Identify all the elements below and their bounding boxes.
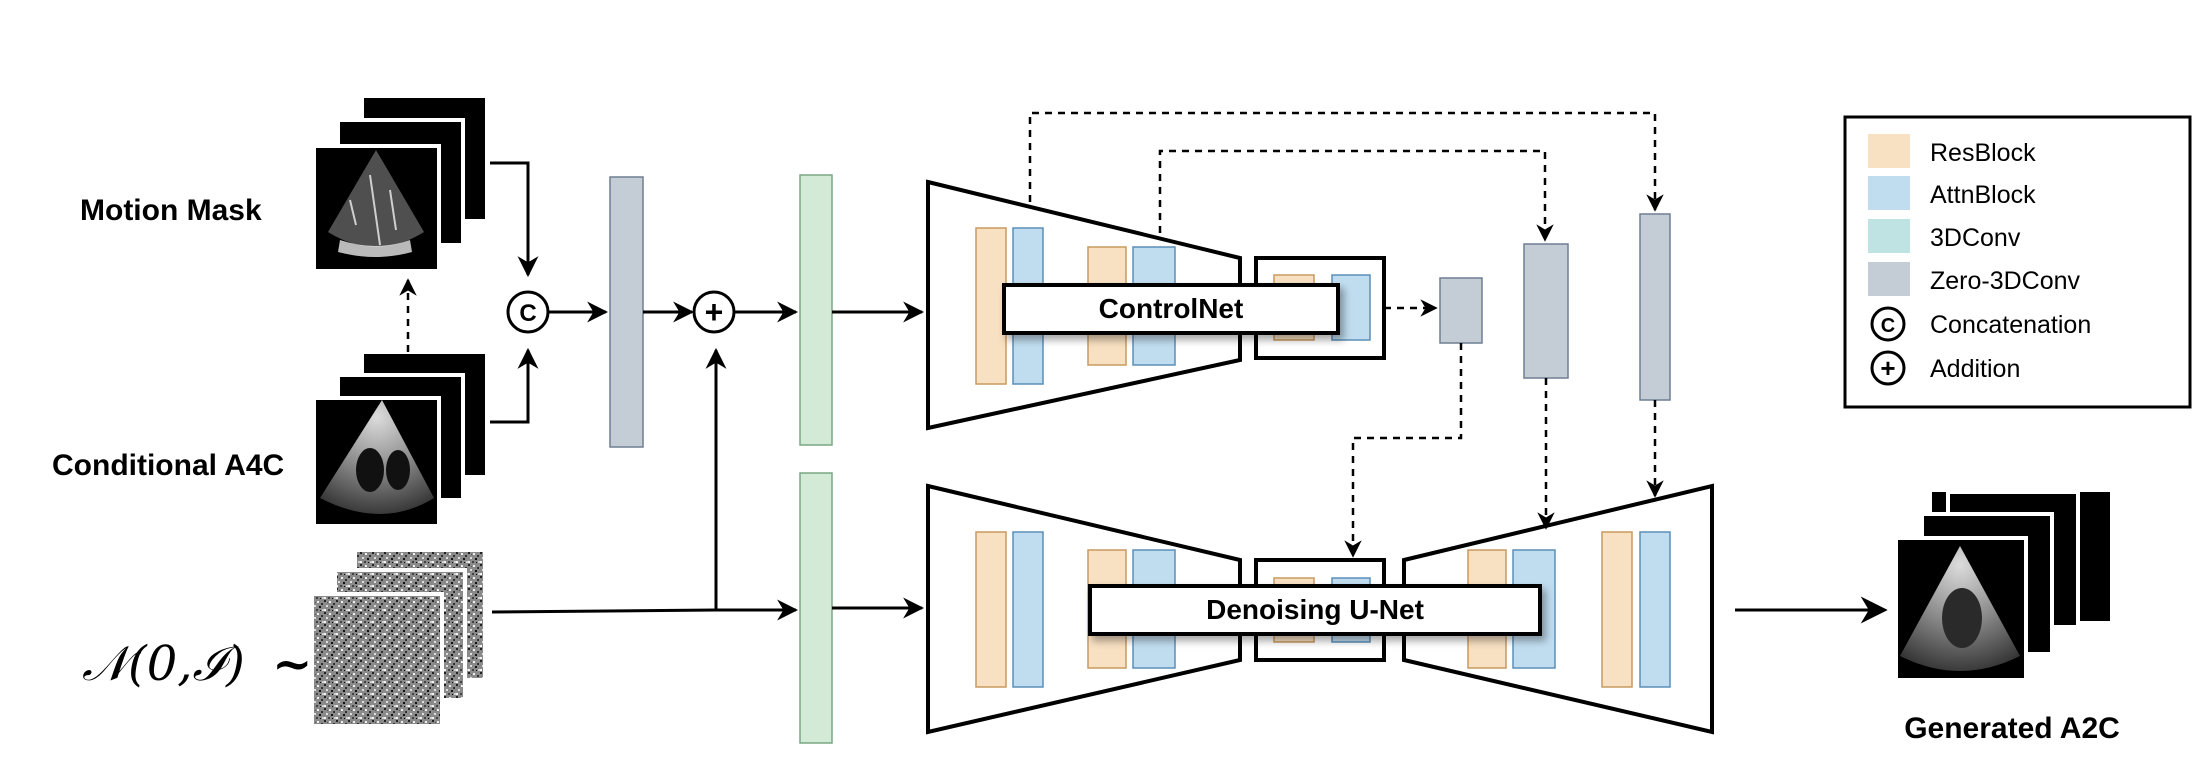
legend-label-attnblock: AttnBlock	[1930, 181, 2036, 209]
legend-label-3dconv: 3DConv	[1930, 224, 2021, 252]
zero-conv-block-skip2	[1639, 213, 1671, 401]
noise-tilde: ~	[272, 636, 312, 692]
zero-conv-block-mid	[1439, 277, 1483, 344]
legend-concat-glyph: C	[1881, 315, 1895, 337]
legend-label-addition: Addition	[1930, 355, 2020, 383]
legend: ResBlock AttnBlock 3DConv Zero-3DConv C …	[1843, 115, 2192, 409]
addition-symbol: +	[692, 290, 736, 334]
controlnet-label-box: ControlNet	[1002, 283, 1340, 335]
unet-decoder	[1402, 483, 1714, 735]
noise-image-stack	[310, 548, 487, 728]
motion-mask-image-stack	[312, 94, 489, 273]
conv3d-block-denoise	[799, 472, 833, 744]
controlnet-label: ControlNet	[1099, 293, 1244, 324]
legend-label-resblock: ResBlock	[1930, 139, 2036, 167]
legend-concat-icon	[1870, 306, 1906, 342]
generated-a2c-label: Generated A2C	[1904, 712, 2120, 745]
concat-symbol: C	[506, 290, 550, 334]
legend-addition-glyph: +	[1880, 353, 1895, 383]
conditional-a4c-image-stack	[312, 350, 489, 528]
legend-swatch-resblock	[1868, 134, 1910, 168]
generated-a2c-image-stack	[1894, 488, 2114, 682]
legend-addition-icon	[1870, 350, 1906, 386]
noise-distribution-label: 𝒩(0,ℐ) ~	[82, 636, 312, 692]
unet-label-box: Denoising U-Net	[1088, 584, 1542, 636]
motion-mask-label: Motion Mask	[80, 194, 262, 227]
legend-label-concatenation: Concatenation	[1930, 311, 2091, 339]
denoising-unet-label: Denoising U-Net	[1206, 594, 1424, 625]
legend-swatch-3dconv	[1868, 219, 1910, 253]
concat-symbol-glyph: C	[519, 300, 536, 327]
zero-conv-block-skip1	[1523, 243, 1569, 379]
noise-math: 𝒩(0,ℐ)	[82, 636, 245, 692]
addition-symbol-glyph: +	[705, 294, 724, 330]
conv3d-block-control	[799, 174, 833, 446]
legend-swatch-attnblock	[1868, 176, 1910, 210]
legend-label-zero3dconv: Zero-3DConv	[1930, 267, 2081, 295]
conditional-a4c-label: Conditional A4C	[52, 449, 284, 482]
zero-conv-block-input	[609, 176, 644, 448]
legend-swatch-zero3dconv	[1868, 262, 1910, 296]
